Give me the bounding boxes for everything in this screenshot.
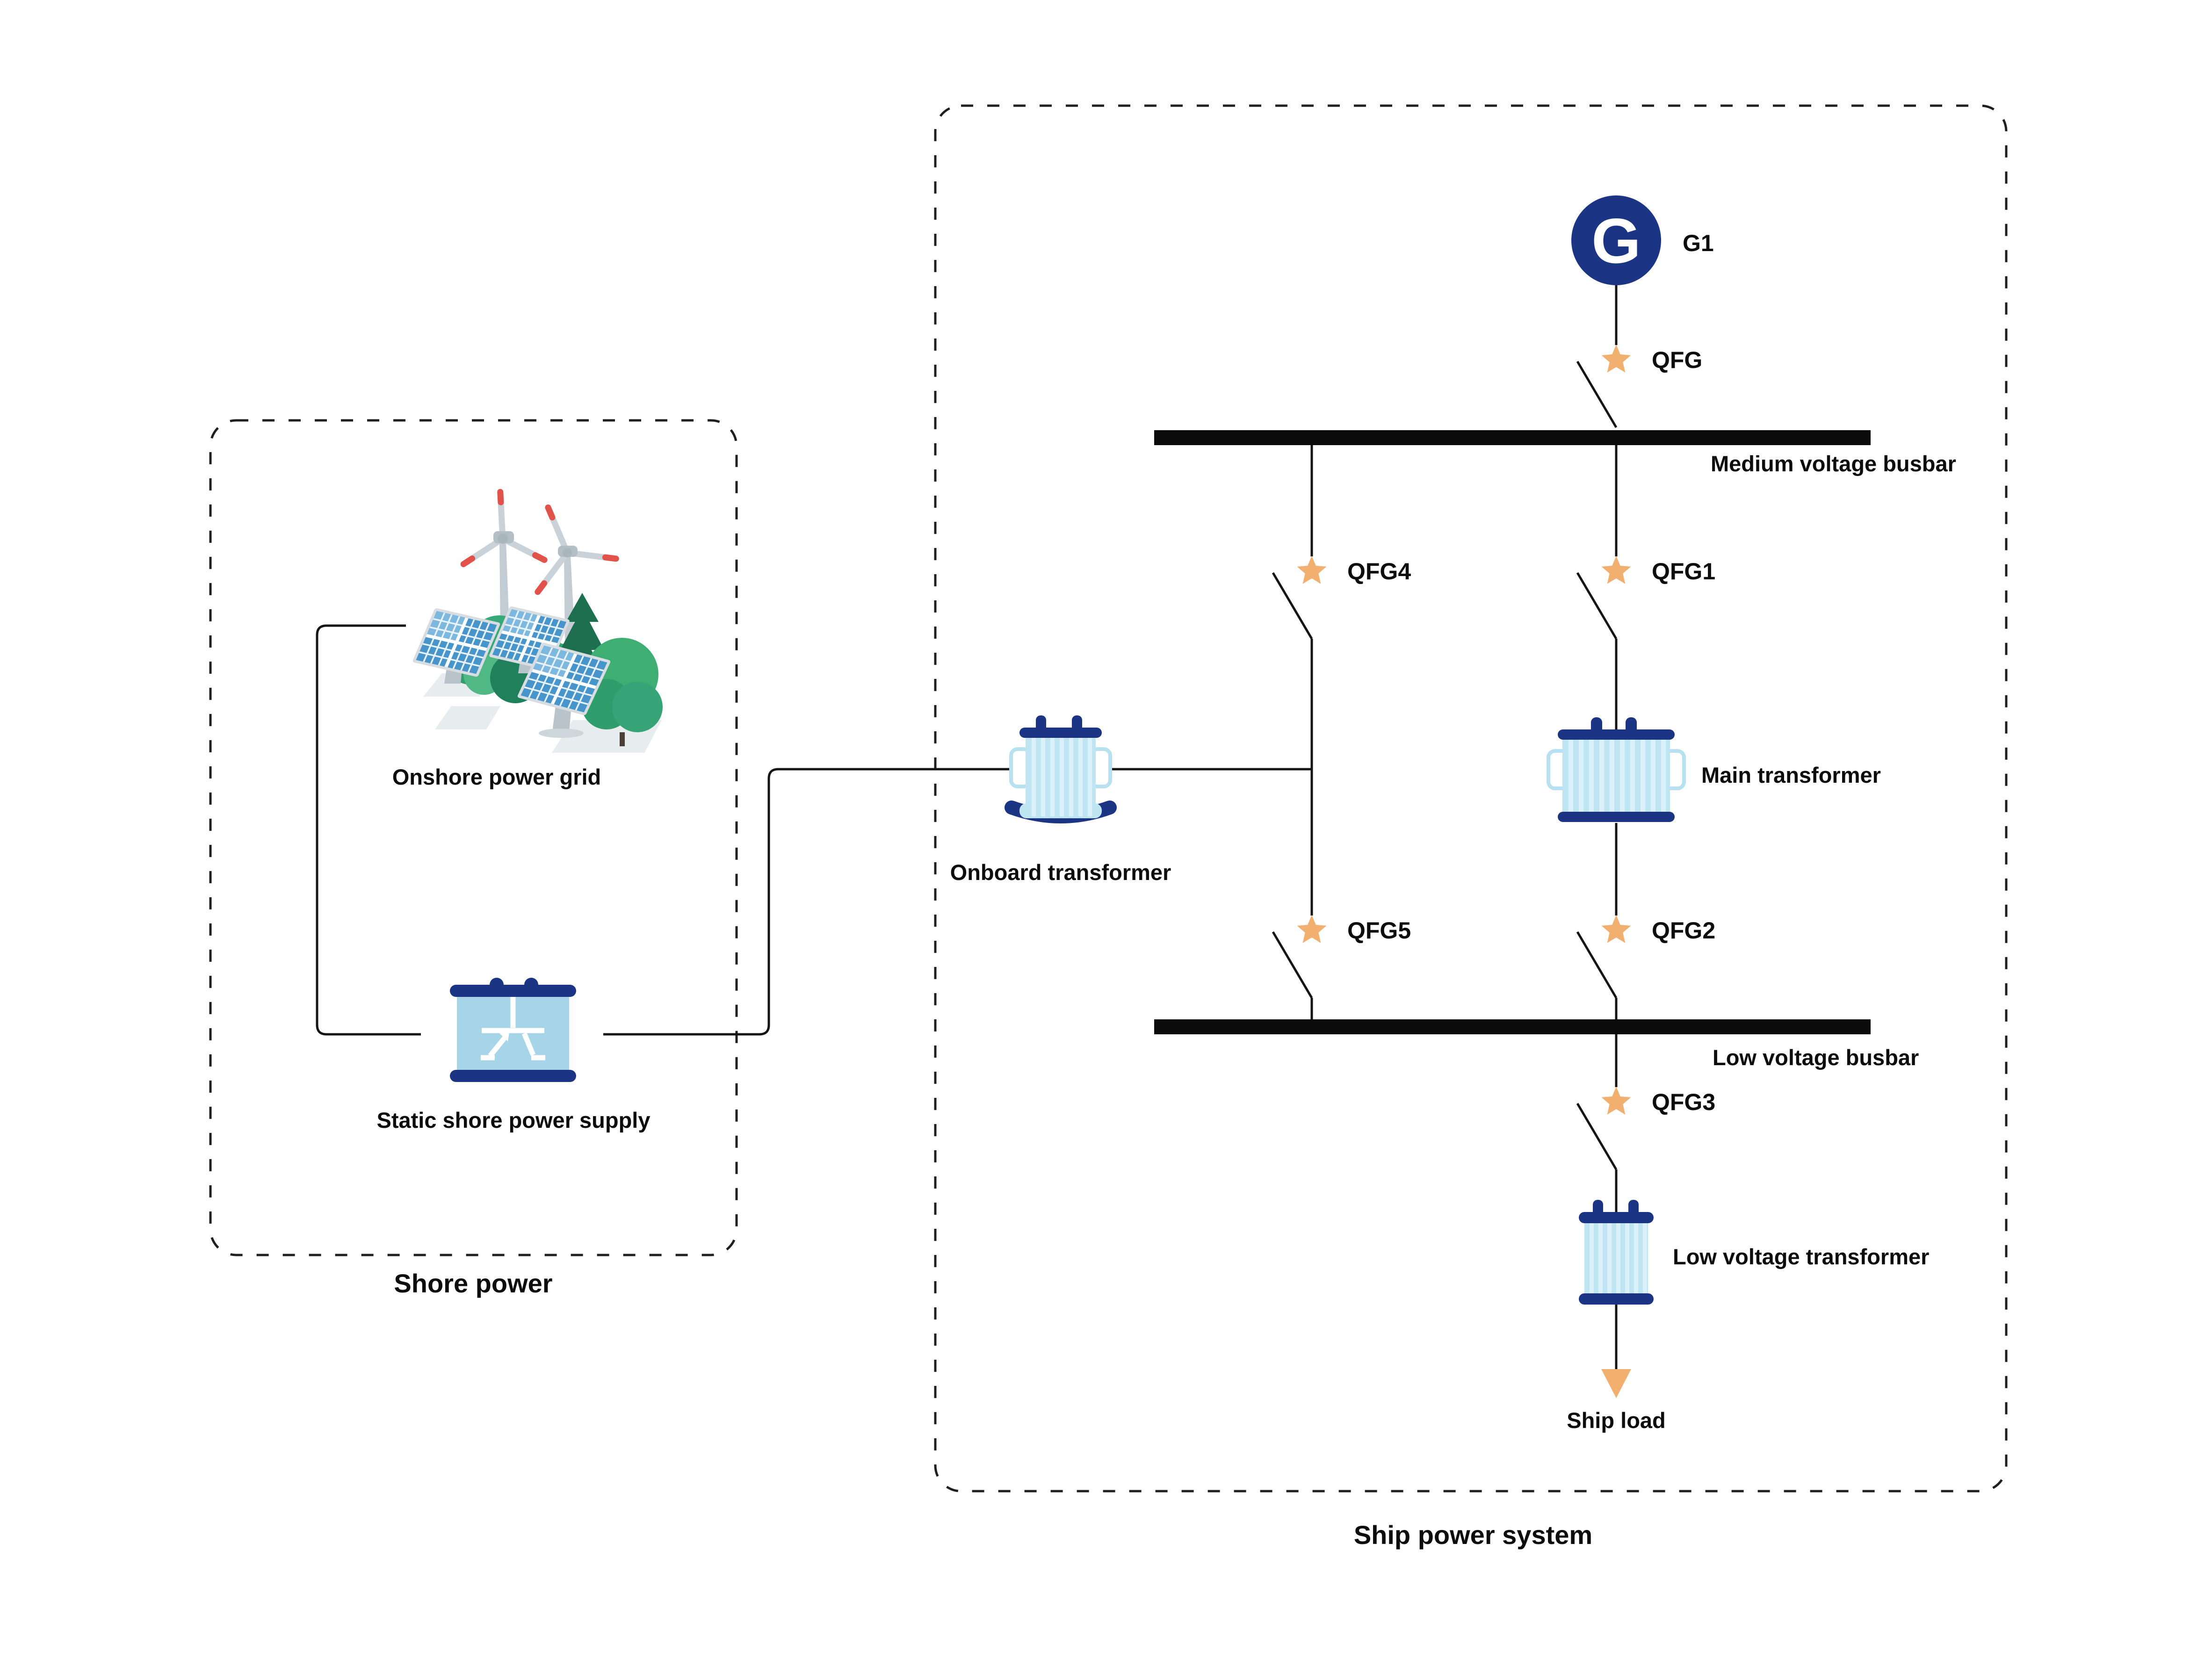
switch-qfg1-label: QFG1 xyxy=(1652,558,1715,584)
switch-qfg3-label: QFG3 xyxy=(1652,1089,1715,1115)
lv-transformer-label: Low voltage transformer xyxy=(1673,1244,1929,1269)
switch-qfg-label: QFG xyxy=(1652,347,1702,373)
onshore-power-grid-illustration xyxy=(412,489,663,753)
solar-panel-icon xyxy=(517,642,611,738)
main-transformer-label: Main transformer xyxy=(1701,763,1881,787)
generator-icon: G xyxy=(1571,195,1661,285)
switch-qfg1-icon xyxy=(1577,556,1631,639)
mv-busbar-label: Medium voltage busbar xyxy=(1711,451,1956,476)
connection-lines xyxy=(316,285,1618,1369)
ship-power-title: Ship power system xyxy=(1354,1520,1592,1550)
low-voltage-busbar xyxy=(1154,1019,1871,1034)
generator-symbol: G xyxy=(1591,205,1641,276)
switch-qfg2-icon xyxy=(1577,915,1631,998)
switch-qfg5-icon xyxy=(1273,915,1326,998)
ship-power-region xyxy=(934,104,2008,1493)
shore-power-region xyxy=(209,419,738,1256)
shore-power-title: Shore power xyxy=(394,1269,552,1298)
ship-load-arrow-icon xyxy=(1601,1369,1631,1398)
medium-voltage-busbar xyxy=(1154,430,1871,445)
switch-qfg4-icon xyxy=(1273,556,1326,639)
wind-turbine-icon xyxy=(535,504,619,645)
static-supply-label: Static shore power supply xyxy=(376,1108,650,1132)
solar-panel-icon xyxy=(412,608,500,684)
lv-busbar-label: Low voltage busbar xyxy=(1713,1045,1919,1070)
onboard-transformer-label: Onboard transformer xyxy=(950,860,1171,885)
switch-qfg-icon xyxy=(1577,345,1631,427)
switch-qfg4-label: QFG4 xyxy=(1347,558,1411,584)
main-transformer-icon xyxy=(1547,717,1686,822)
low-voltage-transformer-icon xyxy=(1579,1200,1654,1305)
switch-qfg2-label: QFG2 xyxy=(1652,917,1715,944)
switch-qfg5-label: QFG5 xyxy=(1347,917,1411,944)
ship-load-label: Ship load xyxy=(1567,1408,1666,1433)
onboard-transformer-icon xyxy=(1005,715,1117,823)
generator-label: G1 xyxy=(1683,230,1714,256)
switch-qfg3-icon xyxy=(1577,1087,1631,1169)
onshore-grid-label: Onshore power grid xyxy=(392,765,601,789)
static-shore-power-supply-icon xyxy=(421,964,603,1098)
